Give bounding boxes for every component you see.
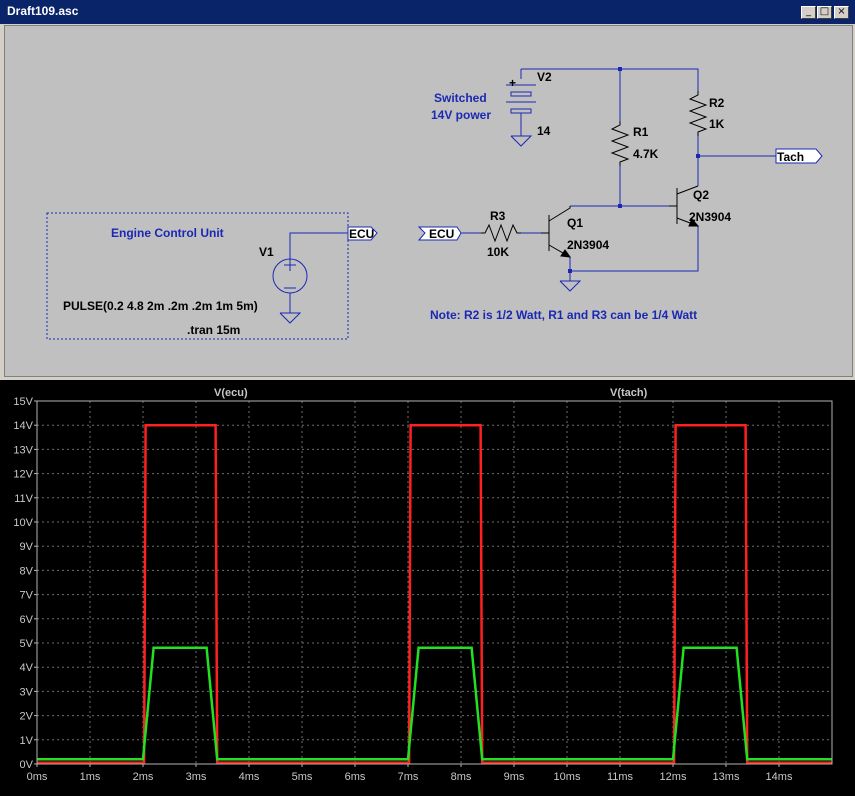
r2-resistor[interactable] [688, 91, 708, 136]
y-tick-label: 5V [20, 638, 34, 650]
minimize-button[interactable]: _ [801, 6, 816, 19]
maximize-button[interactable]: □ [817, 6, 832, 19]
y-tick-label: 0V [20, 759, 34, 771]
ecu-block-outline [46, 212, 349, 340]
q1-model: 2N3904 [567, 238, 609, 252]
x-tick-label: 2ms [133, 771, 154, 783]
power-label-line1: Switched [434, 91, 487, 105]
x-tick-label: 0ms [27, 771, 48, 783]
r3-resistor[interactable] [481, 223, 521, 243]
q2-model: 2N3904 [689, 210, 731, 224]
y-tick-label: 15V [13, 396, 33, 408]
x-tick-label: 5ms [292, 771, 313, 783]
junction-dots [568, 67, 700, 273]
ecu-net-flag[interactable]: ECU [347, 226, 378, 241]
schematic-editor[interactable]: Engine Control Unit V1 PULSE(0.2 4.8 2m … [4, 25, 853, 377]
v1-value: PULSE(0.2 4.8 2m .2m .2m 1m 5m) [63, 299, 258, 313]
y-tick-label: 3V [20, 686, 34, 698]
x-tick-label: 13ms [713, 771, 740, 783]
x-tick-label: 4ms [239, 771, 260, 783]
y-tick-label: 2V [20, 711, 34, 723]
x-tick-label: 7ms [398, 771, 419, 783]
trace-vecu[interactable] [37, 646, 832, 761]
svg-text:Tach: Tach [777, 150, 804, 164]
x-tick-label: 1ms [80, 771, 101, 783]
v1-label: V1 [259, 245, 274, 259]
ecu-block-title: Engine Control Unit [111, 226, 224, 240]
y-tick-label: 1V [20, 735, 34, 747]
y-tick-label: 11V [14, 493, 33, 505]
r3-value: 10K [487, 245, 509, 259]
r3-label: R3 [490, 209, 506, 223]
y-tick-label: 6V [20, 614, 34, 626]
q2-transistor[interactable] [669, 185, 700, 227]
r1-label: R1 [633, 125, 649, 139]
q1-label: Q1 [567, 216, 583, 230]
schematic-wires [461, 68, 776, 281]
ecu-input-net-flag[interactable]: ECU [417, 226, 462, 241]
x-tick-label: 12ms [660, 771, 687, 783]
y-tick-label: 7V [20, 590, 34, 602]
y-tick-label: 12V [13, 469, 33, 481]
r2-value: 1K [709, 117, 725, 131]
x-tick-label: 11ms [607, 771, 634, 783]
y-tick-label: 10V [13, 517, 33, 529]
y-tick-label: 13V [13, 444, 33, 456]
schematic-note: Note: R2 is 1/2 Watt, R1 and R3 can be 1… [430, 308, 697, 322]
legend-vecu[interactable]: V(ecu) [214, 387, 248, 399]
y-tick-label: 4V [20, 662, 34, 674]
r1-resistor[interactable] [610, 121, 630, 166]
x-tick-label: 10ms [554, 771, 581, 783]
x-tick-label: 8ms [451, 771, 472, 783]
waveform-viewer[interactable]: V(ecu) V(tach) 0V 1V 2V 3V 4V 5V 6V 7V 8V 9V 10V 11… [0, 380, 855, 796]
svg-text:ECU: ECU [349, 227, 374, 241]
q2-label: Q2 [693, 188, 709, 202]
x-tick-label: 6ms [345, 771, 366, 783]
v2-label: V2 [537, 70, 552, 84]
v2-battery[interactable] [506, 84, 536, 147]
x-tick-label: 3ms [186, 771, 207, 783]
window-titlebar: Draft109.asc _ □ × [0, 0, 855, 24]
v2-value: 14 [537, 124, 551, 138]
close-button[interactable]: × [834, 6, 849, 19]
y-tick-label: 8V [20, 565, 34, 577]
ground-q1-icon [559, 280, 582, 292]
r1-value: 4.7K [633, 147, 659, 161]
x-tick-label: 14ms [766, 771, 793, 783]
waveform-plot[interactable]: V(ecu) V(tach) 0V 1V 2V 3V 4V 5V 6V 7V 8V 9V 10V 11… [0, 380, 855, 796]
svg-text:ECU: ECU [429, 227, 454, 241]
v1-voltage-source[interactable] [272, 232, 348, 324]
r2-label: R2 [709, 96, 725, 110]
tach-net-flag[interactable]: Tach [775, 148, 823, 164]
q1-transistor[interactable] [541, 206, 572, 258]
legend-vtach[interactable]: V(tach) [610, 387, 648, 399]
power-label-line2: 14V power [431, 108, 491, 122]
window-title: Draft109.asc [7, 4, 79, 18]
plot-frame [36, 400, 833, 765]
tran-directive: .tran 15m [187, 323, 240, 337]
v2-plus-sign: + [509, 76, 516, 90]
y-tick-label: 14V [13, 420, 33, 432]
x-tick-label: 9ms [504, 771, 525, 783]
y-tick-label: 9V [20, 541, 34, 553]
trace-vtach[interactable] [37, 423, 832, 765]
